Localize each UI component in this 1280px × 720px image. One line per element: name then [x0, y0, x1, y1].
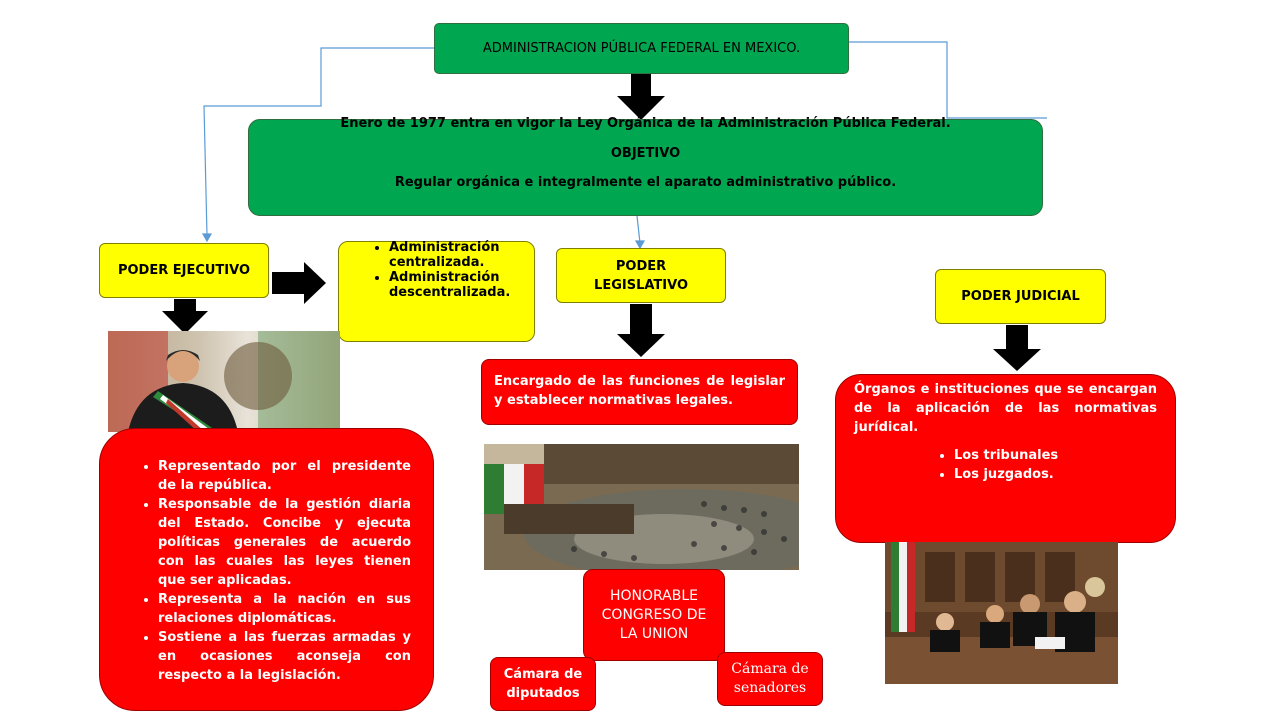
law-text: Enero de 1977 entra en vigor la Ley Orgá… [340, 116, 951, 131]
connector-left-head [201, 233, 213, 243]
ejecutivo-item: Responsable de la gestión diaria del Est… [158, 495, 411, 590]
title-text: ADMINISTRACION PÚBLICA FEDERAL EN MEXICO… [482, 41, 801, 56]
connector-left [203, 47, 434, 237]
poder-legislativo-label: PODER LEGISLATIVO [594, 258, 688, 293]
arrow-down-icon [993, 325, 1041, 371]
judicial-item: Los tribunales [954, 446, 1157, 465]
administracion-item: Administración descentralizada. [389, 270, 526, 300]
judicial-list: Los tribunales Los juzgados. [854, 446, 1157, 484]
legislativo-description-box: Encargado de las funciones de legislar y… [481, 359, 798, 425]
objective-text: Regular orgánica e integralmente el apar… [394, 175, 897, 190]
arrow-down-icon [617, 74, 665, 120]
connector-middle [636, 215, 641, 244]
administracion-box: Administración centralizada. Administrac… [338, 240, 535, 342]
senadores-label: Cámara de senadores [731, 661, 809, 696]
diputados-box: Cámara de diputados [490, 657, 596, 711]
president-photo [108, 331, 340, 432]
senadores-box: Cámara de senadores [717, 652, 823, 706]
objective-box: Enero de 1977 entra en vigor la Ley Orgá… [248, 116, 1043, 216]
ejecutivo-item: Representado por el presidente de la rep… [158, 457, 411, 495]
judicial-item: Los juzgados. [954, 465, 1157, 484]
administracion-item: Administración centralizada. [389, 240, 526, 270]
poder-ejecutivo-box: PODER EJECUTIVO [99, 243, 269, 298]
poder-judicial-box: PODER JUDICIAL [935, 269, 1106, 324]
arrow-right-icon [272, 262, 326, 304]
administracion-list: Administración centralizada. Administrac… [345, 240, 526, 300]
congreso-label: HONORABLE CONGRESO DE LA UNION [601, 587, 707, 642]
congress-illustration [484, 444, 799, 570]
congress-photo [484, 444, 799, 570]
objective-heading: OBJETIVO [610, 146, 681, 161]
ejecutivo-description-box: Representado por el presidente de la rep… [99, 428, 434, 711]
diputados-label: Cámara de diputados [503, 667, 583, 701]
court-illustration [885, 542, 1118, 684]
ejecutivo-item: Representa a la nación en sus relaciones… [158, 590, 411, 628]
ejecutivo-list: Representado por el presidente de la rep… [130, 457, 411, 685]
president-illustration [108, 331, 340, 432]
title-box: ADMINISTRACION PÚBLICA FEDERAL EN MEXICO… [434, 23, 849, 74]
congreso-box: HONORABLE CONGRESO DE LA UNION [583, 569, 725, 661]
arrow-down-icon [162, 299, 208, 334]
poder-ejecutivo-label: PODER EJECUTIVO [117, 263, 251, 278]
legislativo-description: Encargado de las funciones de legislar y… [494, 374, 785, 408]
court-photo [885, 542, 1118, 684]
connector-middle-head [634, 240, 646, 250]
arrow-down-icon [617, 304, 665, 357]
poder-legislativo-box: PODER LEGISLATIVO [556, 248, 726, 303]
judicial-description: Órganos e instituciones que se encargan … [854, 382, 1157, 435]
ejecutivo-item: Sostiene a las fuerzas armadas y en ocas… [158, 628, 411, 685]
poder-judicial-label: PODER JUDICIAL [961, 289, 1080, 304]
judicial-description-box: Órganos e instituciones que se encargan … [835, 374, 1176, 543]
connector-right [849, 41, 1047, 119]
